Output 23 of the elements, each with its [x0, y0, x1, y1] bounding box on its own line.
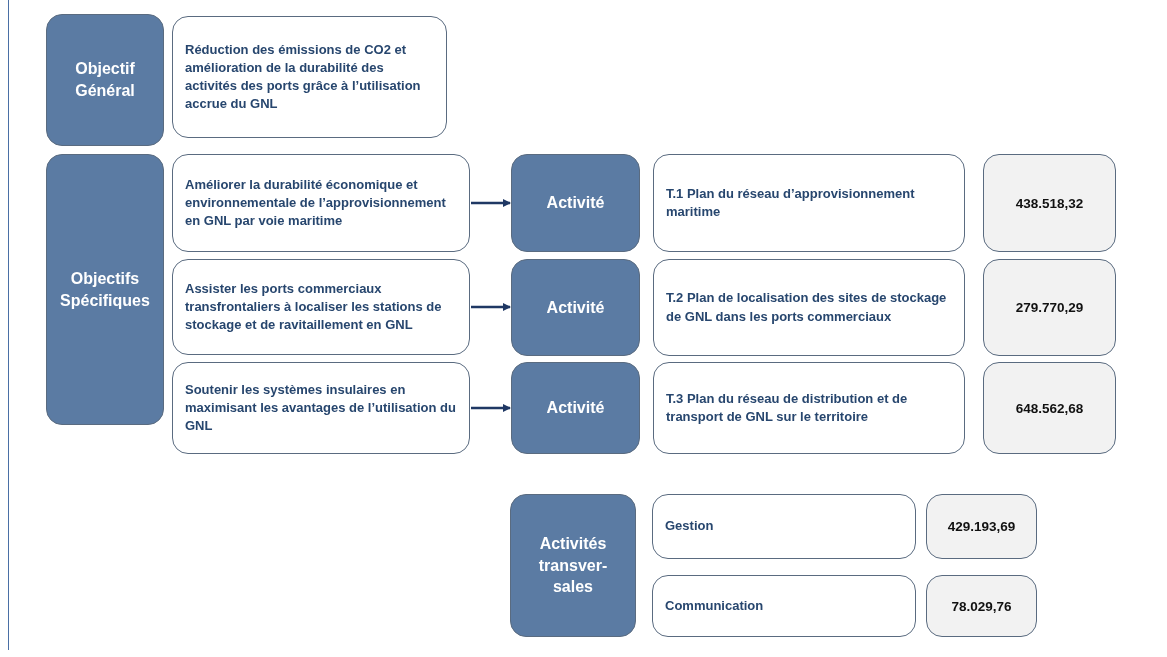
amount-box: 429.193,69	[926, 494, 1037, 559]
category-box: Objectif Général	[46, 14, 164, 146]
category-box: Activités transver- sales	[510, 494, 636, 637]
description-box: Communication	[652, 575, 916, 637]
category-box: Objectifs Spécifiques	[46, 154, 164, 425]
category-box: Activité	[511, 154, 640, 252]
description-box: Soutenir les systèmes insulaires en maximisant les avantages de l’utilisation du GNL	[172, 362, 470, 454]
description-box: T.2 Plan de localisation des sites de stockage de GNL dans les ports commerciaux	[653, 259, 965, 356]
amount-box: 279.770,29	[983, 259, 1116, 356]
description-box: Réduction des émissions de CO2 et amélioration de la durabilité des activités des ports grâce à l’utilisation accrue du GNL	[172, 16, 447, 138]
description-box: Améliorer la durabilité économique et environnementale de l’approvisionnement en GNL par voie maritime	[172, 154, 470, 252]
description-box: Gestion	[652, 494, 916, 559]
amount-box: 78.029,76	[926, 575, 1037, 637]
arrow	[471, 303, 511, 311]
arrow	[471, 404, 511, 412]
amount-box: 648.562,68	[983, 362, 1116, 454]
category-box: Activité	[511, 259, 640, 356]
description-box: T.1 Plan du réseau d’approvisionnement maritime	[653, 154, 965, 252]
description-box: T.3 Plan du réseau de distribution et de transport de GNL sur le territoire	[653, 362, 965, 454]
arrow	[471, 199, 511, 207]
category-box: Activité	[511, 362, 640, 454]
description-box: Assister les ports commerciaux transfrontaliers à localiser les stations de stockage et de ravitaillement en GNL	[172, 259, 470, 355]
amount-box: 438.518,32	[983, 154, 1116, 252]
